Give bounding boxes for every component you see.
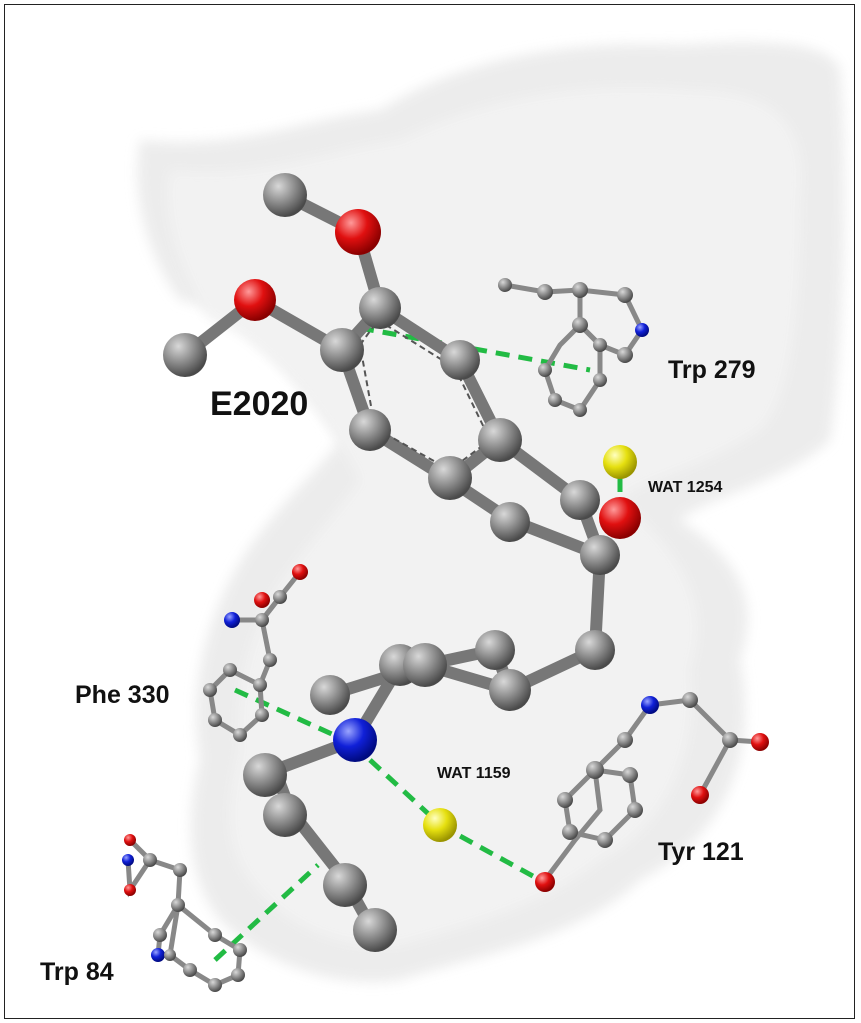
water-1254 bbox=[603, 445, 637, 479]
water-1159 bbox=[423, 808, 457, 842]
trp84-label: Trp 84 bbox=[40, 958, 114, 986]
ligand-e2020-atoms bbox=[163, 173, 641, 952]
trp84-residue bbox=[122, 834, 247, 992]
phe330-label: Phe 330 bbox=[75, 681, 170, 709]
wat1254-label: WAT 1254 bbox=[648, 479, 723, 496]
hbond-wat1159-n bbox=[368, 758, 437, 822]
phe330-residue bbox=[203, 564, 308, 742]
hbond-wat1159-tyr121 bbox=[438, 822, 542, 883]
tyr121-label: Tyr 121 bbox=[658, 838, 744, 866]
trp279-label: Trp 279 bbox=[668, 356, 756, 384]
tyr121-residue bbox=[535, 692, 769, 892]
ligand-label: E2020 bbox=[210, 385, 308, 423]
cation-pi-phe330 bbox=[233, 687, 347, 743]
trp279-residue bbox=[498, 278, 649, 417]
residue-atoms bbox=[122, 278, 769, 992]
figure-border bbox=[4, 4, 855, 1019]
wat1159-label: WAT 1159 bbox=[437, 765, 511, 782]
